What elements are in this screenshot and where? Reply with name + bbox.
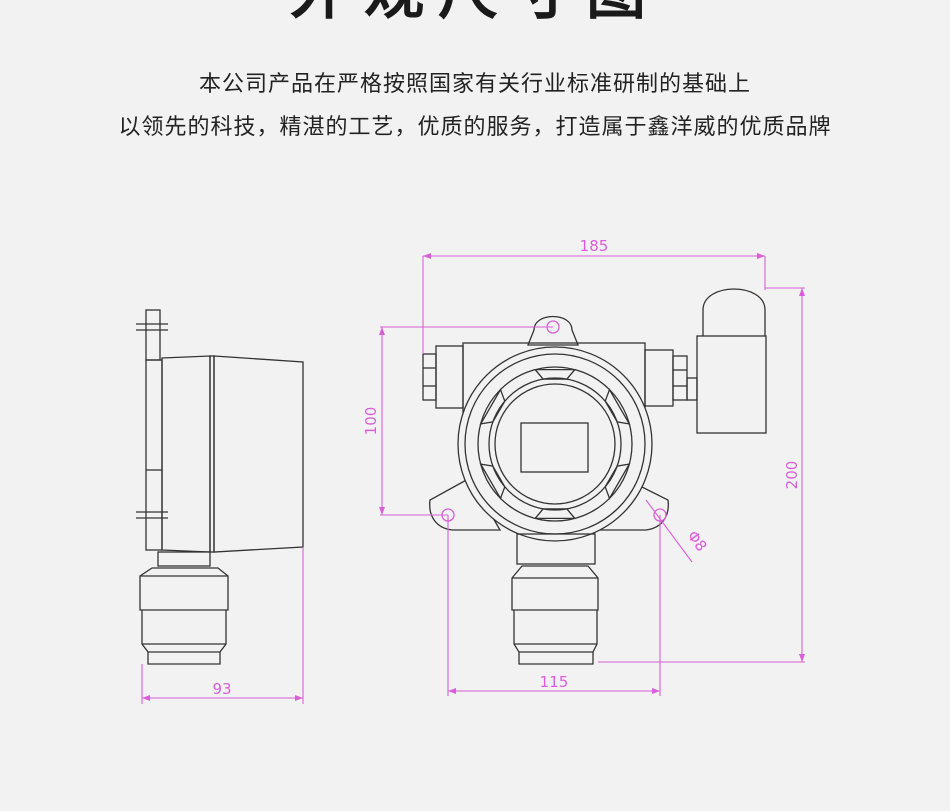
alarm-lamp-base bbox=[696, 335, 767, 434]
dim-label-200: 200 bbox=[783, 461, 801, 490]
side-body bbox=[161, 355, 211, 553]
ring-tooth bbox=[533, 368, 577, 380]
left-mounting-lug bbox=[429, 477, 502, 531]
intro-line-1: 本公司产品在严格按照国家有关行业标准研制的基础上 bbox=[198, 72, 751, 97]
ring-3 bbox=[477, 366, 633, 522]
outer-ring bbox=[457, 346, 653, 542]
ring-4 bbox=[488, 377, 622, 511]
ring-tooth bbox=[479, 388, 506, 425]
top-mounting-lug bbox=[527, 316, 579, 346]
page-title: 外观尺寸图 bbox=[0, 0, 950, 28]
front-sensor bbox=[511, 565, 599, 611]
front-view bbox=[422, 288, 767, 665]
dim-label-hole-diameter: Φ8 bbox=[683, 527, 710, 555]
display-screen bbox=[520, 422, 589, 473]
left-cable-gland bbox=[435, 345, 464, 409]
dim-label-93: 93 bbox=[212, 680, 231, 698]
alarm-lamp-dome bbox=[702, 288, 766, 336]
dim-label-115: 115 bbox=[540, 673, 569, 691]
dim-leader-hole bbox=[645, 499, 693, 563]
ring-teeth bbox=[479, 368, 631, 520]
side-neck bbox=[157, 551, 211, 567]
ring-tooth bbox=[479, 463, 506, 500]
intro-line-2: 以领先的科技，精湛的工艺，优质的服务，打造属于鑫洋威的优质品牌 bbox=[118, 115, 832, 140]
side-bracket bbox=[145, 359, 163, 551]
side-bracket-top bbox=[145, 309, 161, 361]
side-view bbox=[136, 309, 304, 665]
glass-window bbox=[494, 383, 616, 505]
dimension-drawing: 93 185 100 200 115 Φ8 bbox=[136, 237, 805, 704]
ring-tooth bbox=[533, 508, 577, 520]
side-sensor bbox=[139, 567, 229, 611]
ring-tooth bbox=[604, 463, 631, 500]
right-cable-gland bbox=[644, 349, 674, 407]
dim-label-100: 100 bbox=[362, 407, 380, 436]
dim-label-185: 185 bbox=[580, 237, 609, 255]
side-cover bbox=[213, 355, 304, 553]
ring-tooth bbox=[604, 388, 631, 425]
front-neck bbox=[516, 533, 596, 565]
